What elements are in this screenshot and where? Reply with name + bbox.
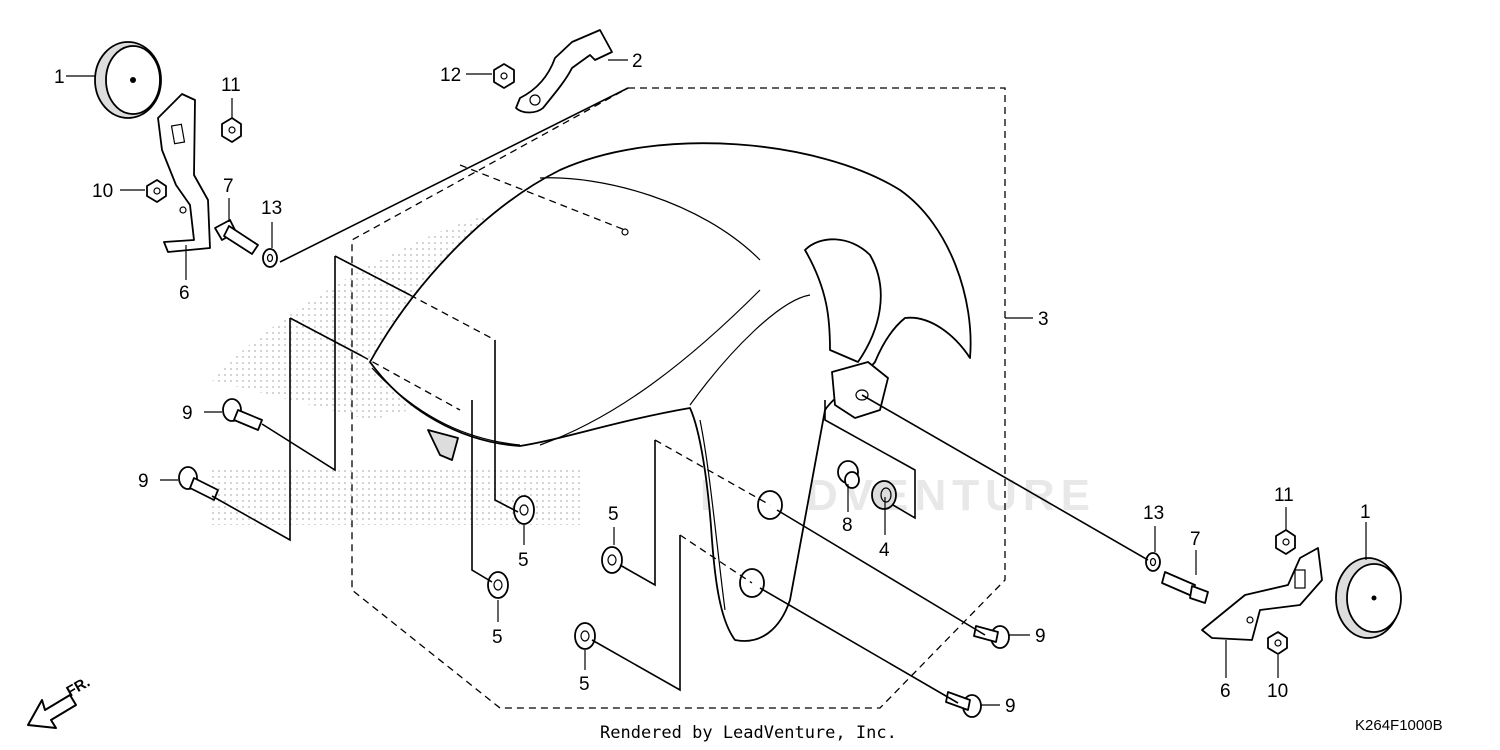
callout-9-b: 9 <box>138 471 149 492</box>
nut-11-right <box>1275 529 1296 555</box>
bracket-2 <box>515 29 613 114</box>
nut-11-left <box>221 117 242 143</box>
callout-6-left: 6 <box>179 283 190 304</box>
leader-lines <box>66 59 1367 706</box>
callout-1-right: 1 <box>1360 502 1371 523</box>
callout-11-left: 11 <box>221 75 241 96</box>
callout-7-right: 7 <box>1190 529 1201 550</box>
nut-12 <box>493 63 515 89</box>
washer-13-left <box>262 248 278 268</box>
callout-6-right: 6 <box>1220 681 1231 702</box>
front-direction-indicator: FR. <box>27 674 93 729</box>
callout-5-c: 5 <box>492 627 503 648</box>
callout-5-a: 5 <box>608 504 619 525</box>
collar-5-c <box>601 546 623 574</box>
front-fender <box>369 142 972 642</box>
collar-5-b <box>487 571 509 599</box>
callout-7-left: 7 <box>223 176 234 197</box>
callout-4: 4 <box>879 540 890 561</box>
callout-13-left: 13 <box>261 198 282 219</box>
washer-13-right <box>1145 552 1161 572</box>
bolt-9-c <box>973 625 1010 649</box>
callout-9-c: 9 <box>1035 626 1046 647</box>
connector-lines <box>211 87 1149 704</box>
callout-10-right: 10 <box>1267 681 1288 702</box>
callout-13-right: 13 <box>1143 503 1164 524</box>
callout-5-d: 5 <box>579 674 590 695</box>
callout-2: 2 <box>632 51 643 72</box>
callout-labels: 1 1 2 3 4 5 5 5 5 6 6 7 7 8 9 9 9 9 10 1… <box>54 51 1371 717</box>
callout-1-left: 1 <box>54 67 65 88</box>
grommet-4 <box>871 480 897 510</box>
bolt-9-a <box>222 398 263 431</box>
cap-1-left <box>94 41 162 119</box>
nut-10-left <box>146 179 167 203</box>
bolt-7-left <box>214 219 259 255</box>
cap-1-right <box>1335 557 1402 639</box>
callout-11-right: 11 <box>1274 485 1294 506</box>
callout-8: 8 <box>842 515 853 536</box>
bolt-7-right <box>1161 571 1209 604</box>
callout-12: 12 <box>440 65 461 86</box>
callout-5-b: 5 <box>518 550 529 571</box>
bolt-9-d <box>945 691 982 718</box>
collar-5-a <box>513 495 535 525</box>
bolt-9-b <box>178 466 219 501</box>
front-arrow-icon <box>27 694 77 729</box>
callout-9-d: 9 <box>1005 696 1016 717</box>
footer-credit: Rendered by LeadVenture, Inc. <box>600 723 897 743</box>
callout-9-a: 9 <box>182 403 193 424</box>
callout-10-left: 10 <box>92 181 113 202</box>
diagram-code: K264F1000B <box>1355 717 1443 734</box>
nut-10-right <box>1267 631 1288 655</box>
collar-5-d <box>574 622 596 650</box>
bracket-6-right <box>1201 547 1323 641</box>
callout-3: 3 <box>1038 309 1049 330</box>
bracket-6-left <box>157 93 211 253</box>
assembly-dashed-outline <box>351 87 1006 709</box>
collar-8 <box>837 460 860 489</box>
